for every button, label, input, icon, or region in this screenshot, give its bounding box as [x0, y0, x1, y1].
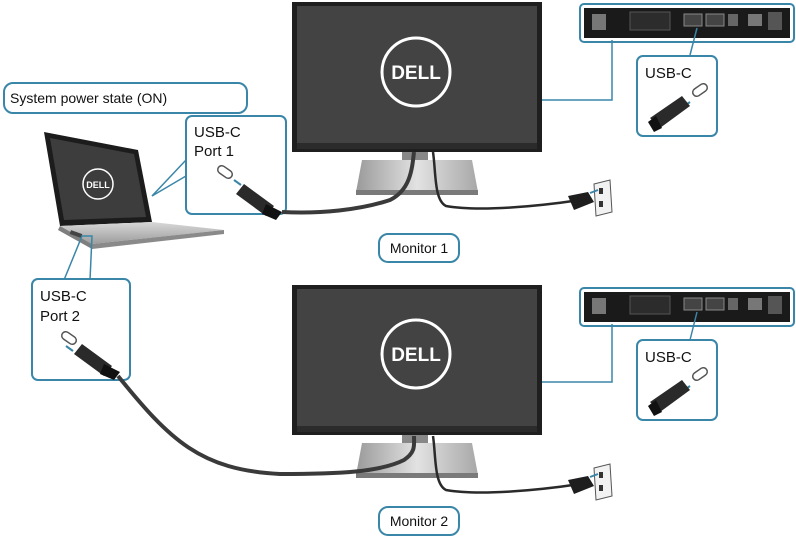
laptop: DELL [44, 132, 224, 249]
power-state-callout: System power state (ON) [3, 82, 248, 114]
laptop-port-2-label: USB-C Port 2 [40, 288, 91, 325]
power-outlet-2 [568, 463, 613, 501]
power-outlet-1 [568, 179, 613, 217]
monitor-2: DELL [292, 285, 542, 478]
power-cable-2 [431, 435, 581, 494]
monitor-2-name-callout: Monitor 2 [378, 506, 460, 536]
power-plug-2 [568, 476, 594, 494]
monitor-1-name: Monitor 1 [390, 240, 449, 256]
monitor-1-usbc-label: USB-C [645, 65, 692, 82]
power-state-label: System power state (ON) [10, 90, 167, 106]
monitor-2-usbc-label: USB-C [645, 349, 692, 366]
monitor-2-name: Monitor 2 [390, 513, 449, 529]
usbc-connector-icon [648, 366, 709, 416]
svg-text:DELL: DELL [391, 63, 441, 84]
power-cable-1 [431, 151, 581, 210]
usbc-connector-icon [216, 164, 282, 220]
monitor-1-back-panel [579, 3, 795, 56]
svg-text:DELL: DELL [86, 180, 110, 190]
laptop-screen [50, 138, 146, 220]
monitor-1-stand [356, 160, 478, 192]
monitor-2-usbc-callout: USB-C [636, 339, 718, 421]
usbc-cable-1 [281, 151, 416, 215]
laptop-port-1-callout: USB-C Port 1 [151, 115, 287, 220]
svg-text:DELL: DELL [391, 345, 441, 366]
usbc-connector-icon [60, 330, 120, 380]
usbc-cable-2 [116, 374, 417, 477]
monitor-1-name-callout: Monitor 1 [378, 233, 460, 263]
monitor-1-usbc-callout: USB-C [636, 55, 718, 137]
monitor-2-back-panel [579, 287, 795, 341]
laptop-logo: DELL [82, 168, 114, 200]
monitor-2-logo: DELL [380, 318, 452, 390]
usbc-connector-icon [648, 82, 709, 132]
monitor-1-logo: DELL [380, 36, 452, 108]
power-plug-1 [568, 192, 594, 210]
monitor-1-screen [297, 6, 537, 143]
laptop-port-1-label: USB-C Port 1 [194, 124, 245, 160]
monitor-2-screen [297, 289, 537, 426]
monitor-1: DELL [292, 2, 542, 195]
laptop-port-2-callout: USB-C Port 2 [31, 235, 131, 381]
